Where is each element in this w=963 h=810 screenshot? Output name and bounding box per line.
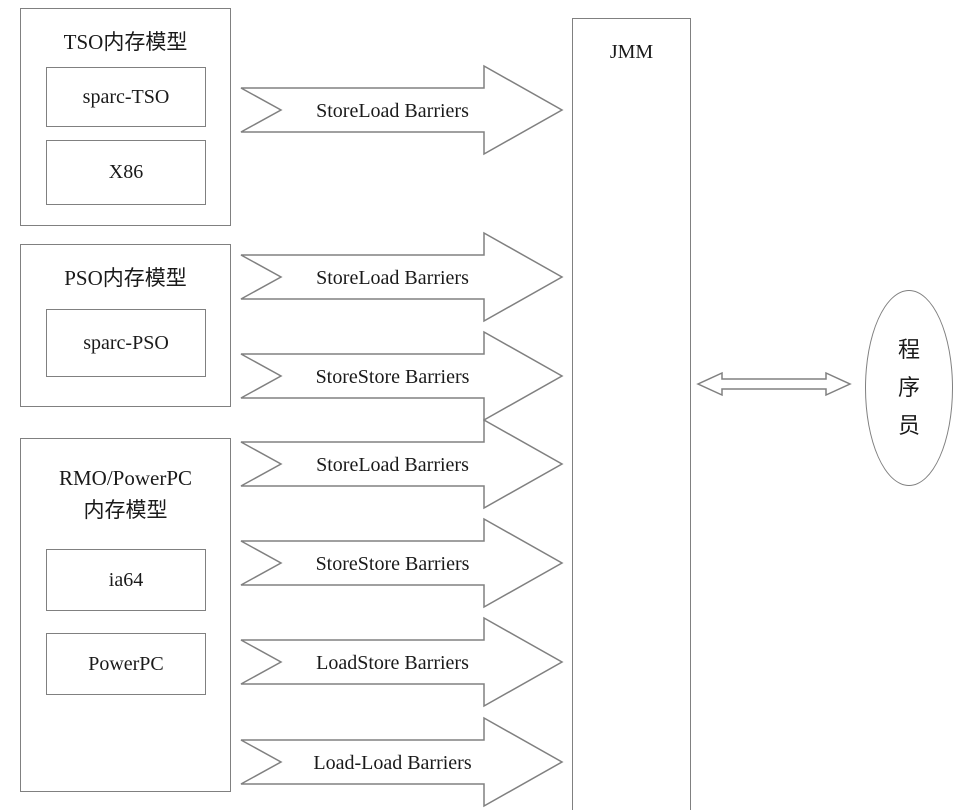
tso-item-x86: X86 <box>46 140 206 205</box>
programmer-char-1: 程 <box>897 337 920 362</box>
jmm-box: JMM <box>572 18 691 810</box>
programmer-char-3: 员 <box>897 413 920 438</box>
barrier-label-7: Load-Load Barriers <box>313 752 471 774</box>
jmm-label: JMM <box>609 41 654 63</box>
barrier-arrow-6 <box>240 616 564 708</box>
barrier-label-4: StoreLoad Barriers <box>316 454 469 476</box>
programmer-char-2: 序 <box>897 375 920 400</box>
rmo-item-ia64: ia64 <box>46 549 206 611</box>
rmo-title-line1: RMO/PowerPC <box>58 466 193 490</box>
barrier-label-6: LoadStore Barriers <box>316 652 469 674</box>
barrier-arrow-1 <box>240 64 564 156</box>
barrier-label-3: StoreStore Barriers <box>316 366 470 388</box>
barrier-label-5: StoreStore Barriers <box>316 553 470 575</box>
pso-title: PSO内存模型 <box>64 266 187 290</box>
rmo-item-powerpc: PowerPC <box>46 633 206 695</box>
pso-item-sparc-pso: sparc-PSO <box>46 309 206 377</box>
rmo-powerpc-memory-model-group: RMO/PowerPC 内存模型 ia64 PowerPC <box>20 438 231 792</box>
barrier-arrow-4 <box>240 418 564 510</box>
barrier-label-2: StoreLoad Barriers <box>316 267 469 289</box>
double-arrow-jmm-programmer <box>696 371 852 397</box>
barrier-arrow-7 <box>240 716 564 808</box>
barrier-label-1: StoreLoad Barriers <box>316 100 469 122</box>
rmo-title-line2: 内存模型 <box>83 498 168 522</box>
programmer-ellipse: 程 序 员 <box>865 290 953 486</box>
barrier-arrow-2 <box>240 231 564 323</box>
tso-item-sparc-tso: sparc-TSO <box>46 67 206 127</box>
tso-title: TSO内存模型 <box>63 30 188 54</box>
tso-memory-model-group: TSO内存模型 sparc-TSO X86 <box>20 8 231 226</box>
barrier-arrow-5 <box>240 517 564 609</box>
pso-memory-model-group: PSO内存模型 sparc-PSO <box>20 244 231 407</box>
